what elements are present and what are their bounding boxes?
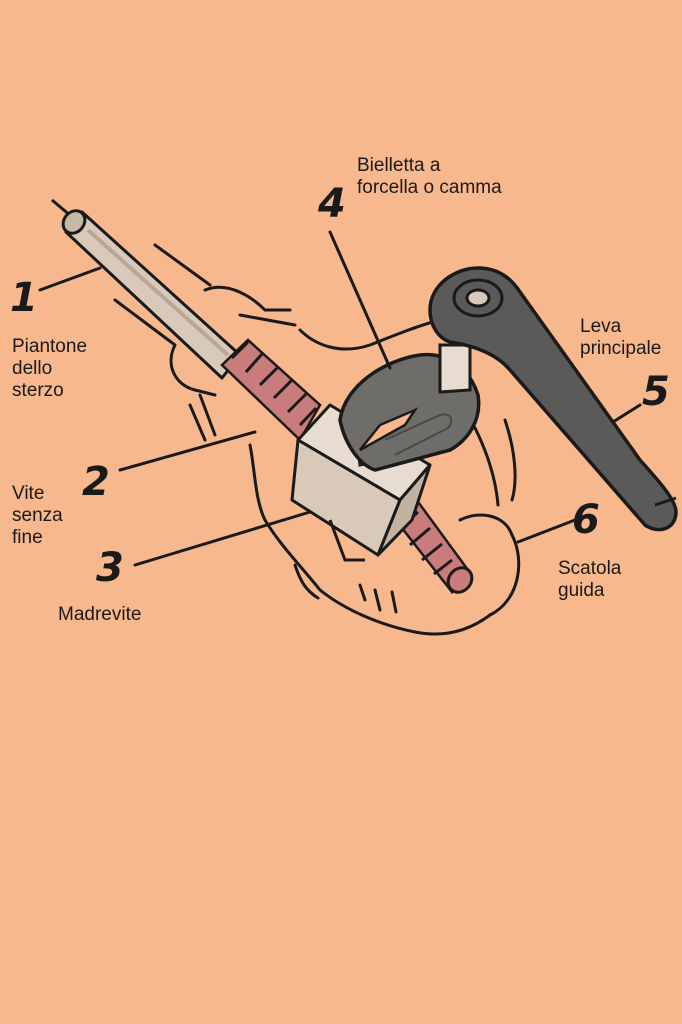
callout-number-3: 3 bbox=[96, 545, 124, 591]
label-line: sterzo bbox=[12, 380, 64, 401]
label-line: Madrevite bbox=[58, 604, 142, 625]
label-line: Piantone bbox=[12, 336, 88, 357]
label-line: guida bbox=[558, 580, 605, 601]
label-madrevite: Madrevite bbox=[58, 604, 141, 626]
label-vite-senza-fine: Vite senza fine bbox=[12, 483, 63, 549]
leader-lines bbox=[38, 230, 642, 567]
label-line: principale bbox=[580, 338, 662, 359]
label-line: senza bbox=[12, 505, 63, 526]
label-line: Bielletta a bbox=[357, 155, 441, 176]
callout-number-4: 4 bbox=[318, 181, 346, 227]
leader-5 bbox=[611, 403, 642, 424]
main-lever bbox=[428, 266, 678, 532]
label-line: fine bbox=[12, 527, 43, 548]
callout-number-2: 2 bbox=[82, 459, 110, 505]
callout-number-5: 5 bbox=[642, 369, 670, 415]
callout-number-1: 1 bbox=[10, 275, 38, 321]
label-line: Scatola bbox=[558, 558, 622, 579]
leader-2 bbox=[118, 430, 257, 472]
leader-6 bbox=[516, 518, 577, 544]
label-leva-principale: Leva principale bbox=[580, 316, 661, 360]
leader-3 bbox=[133, 510, 312, 567]
label-scatola-guida: Scatola guida bbox=[558, 558, 621, 602]
hand-outline bbox=[113, 243, 521, 636]
leader-1 bbox=[38, 266, 102, 292]
label-piantone-dello-sterzo: Piantone dello sterzo bbox=[12, 336, 87, 402]
label-line: forcella o camma bbox=[357, 177, 502, 198]
label-line: Leva bbox=[580, 316, 622, 337]
steering-column bbox=[51, 198, 242, 380]
label-line: dello bbox=[12, 358, 53, 379]
callout-number-6: 6 bbox=[572, 497, 600, 543]
leader-4 bbox=[328, 230, 392, 370]
label-line: Vite bbox=[12, 483, 45, 504]
label-bielletta-a-forcella: Bielletta a forcella o camma bbox=[357, 155, 502, 199]
